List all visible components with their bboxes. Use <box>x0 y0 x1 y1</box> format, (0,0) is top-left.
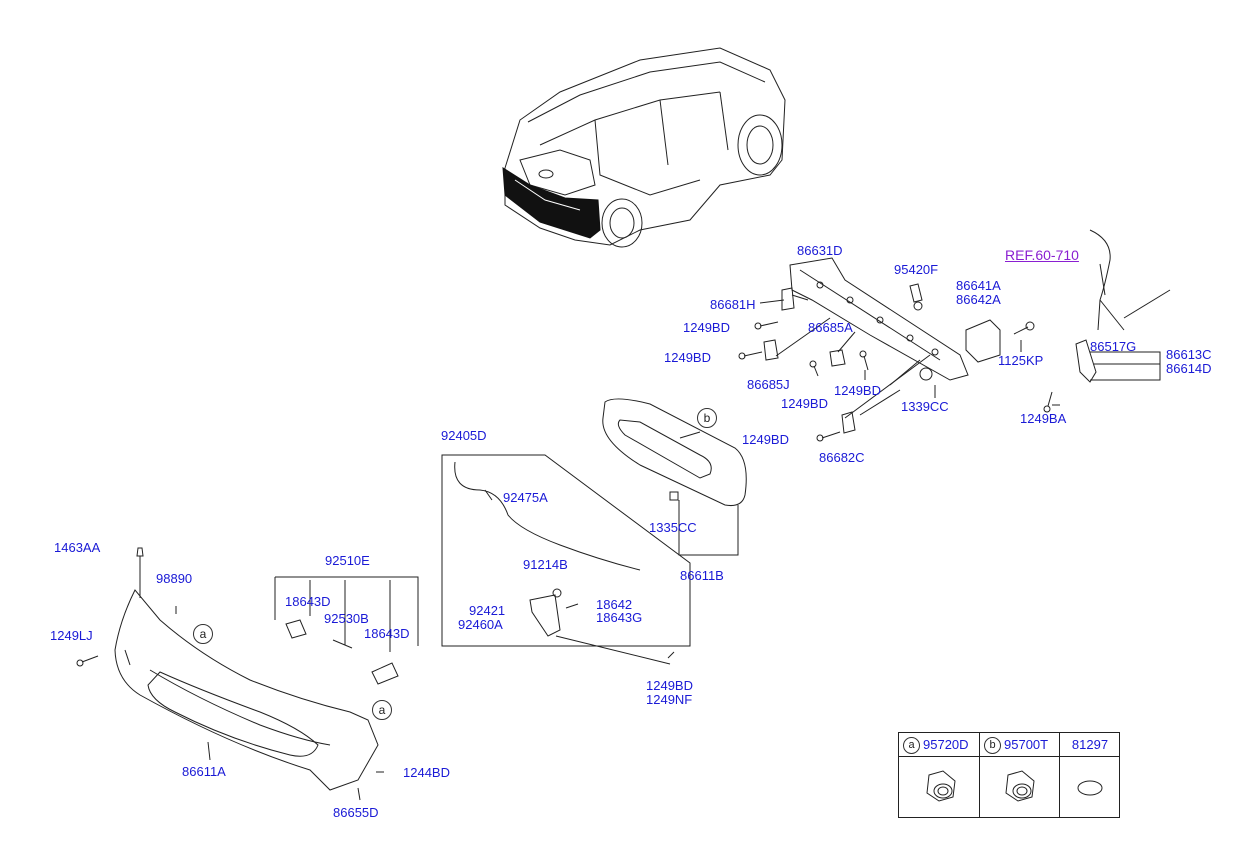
part-label[interactable]: 86614D <box>1166 361 1212 376</box>
part-label[interactable]: 86613C <box>1166 347 1212 362</box>
legend-mark-b: b <box>984 737 1001 755</box>
part-label[interactable]: 1249BA <box>1020 411 1067 426</box>
vehicle-illustration <box>504 47 786 248</box>
legend-code[interactable]: 95700T <box>1004 737 1049 752</box>
part-label[interactable]: 86517G <box>1090 339 1137 354</box>
part-label[interactable]: 92460A <box>458 617 503 632</box>
sensor-icon <box>926 770 956 802</box>
part-label[interactable]: 86641A <box>956 278 1001 293</box>
part-label[interactable]: 98890 <box>156 571 193 586</box>
part-label[interactable]: 18643D <box>364 626 410 641</box>
part-label[interactable]: 92405D <box>441 428 487 443</box>
part-label[interactable]: 1249BD <box>646 678 693 693</box>
sensor-icon <box>1005 770 1035 802</box>
part-label[interactable]: 86611B <box>680 568 724 583</box>
part-label[interactable]: 1249LJ <box>50 628 93 643</box>
part-label[interactable]: 92475A <box>503 490 548 505</box>
part-label[interactable]: 18643G <box>596 610 643 625</box>
part-label[interactable]: 1249BD <box>781 396 828 411</box>
seal-icon <box>1077 780 1103 796</box>
part-label[interactable]: 86631D <box>797 243 843 258</box>
part-label[interactable]: 1249BD <box>664 350 711 365</box>
part-label[interactable]: 18642 <box>596 597 633 612</box>
part-label[interactable]: 86655D <box>333 805 379 820</box>
part-label[interactable]: 86685J <box>747 377 790 392</box>
part-label[interactable]: 1335CC <box>649 520 697 535</box>
part-label[interactable]: 95420F <box>894 262 939 277</box>
callout-a-upper: a <box>193 624 213 644</box>
part-label[interactable]: 1249NF <box>646 692 693 707</box>
legend-mark-a: a <box>903 737 920 755</box>
part-label[interactable]: 86642A <box>956 292 1001 307</box>
part-label[interactable]: 1244BD <box>403 765 450 780</box>
part-label[interactable]: 86681H <box>710 297 756 312</box>
part-label[interactable]: 86611A <box>182 764 226 779</box>
part-label[interactable]: 91214B <box>523 557 568 572</box>
part-label[interactable]: 1249BD <box>683 320 730 335</box>
legend-code[interactable]: 81297 <box>1071 737 1109 752</box>
part-label[interactable]: 92530B <box>324 611 369 626</box>
part-label[interactable]: 1125KP <box>998 353 1044 368</box>
part-label[interactable]: 1249BD <box>834 383 881 398</box>
part-label[interactable]: 1339CC <box>901 399 949 414</box>
part-label[interactable]: 1463AA <box>54 540 101 555</box>
part-label[interactable]: 1249BD <box>742 432 789 447</box>
callout-b: b <box>697 408 717 428</box>
part-label[interactable]: 92510E <box>325 553 370 568</box>
legend-code[interactable]: 95720D <box>923 737 969 752</box>
part-label[interactable]: 18643D <box>285 594 331 609</box>
part-label[interactable]: 86682C <box>819 450 865 465</box>
legend-column-c: 81297 <box>1059 733 1120 817</box>
part-label[interactable]: 92421 <box>469 603 506 618</box>
part-label[interactable]: 86685A <box>808 320 853 335</box>
ref-link[interactable]: REF.60-710 <box>1005 247 1079 263</box>
callout-a-lower: a <box>372 700 392 720</box>
